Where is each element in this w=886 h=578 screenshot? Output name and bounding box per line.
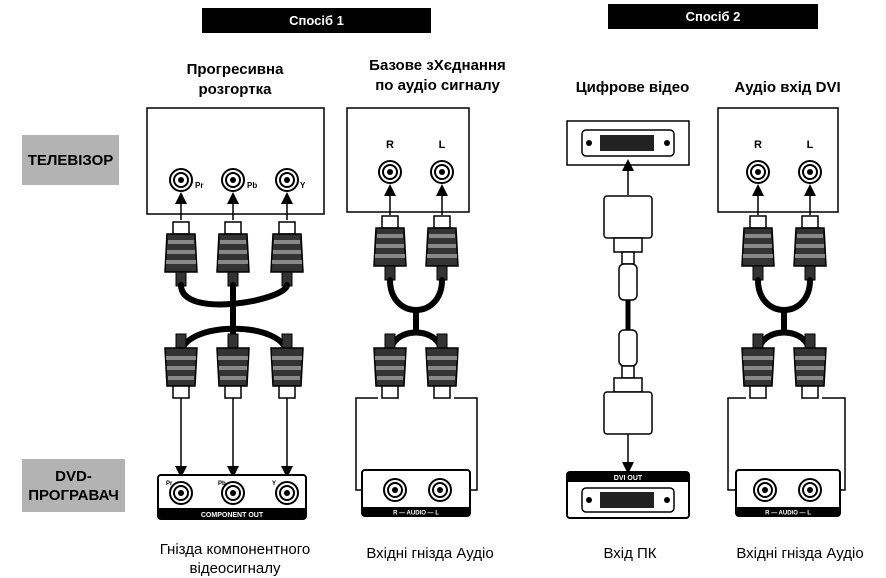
tv-jack-y: [275, 168, 299, 192]
dvd-player-label: DVD- ПРОГРАВАЧ: [22, 459, 125, 512]
tv-jack-y-label: Y: [300, 181, 306, 190]
dvd-audio2-strip-label: R — AUDIO — L: [765, 511, 811, 517]
caption-audio-in-1: Вхідні гнізда Аудіо: [366, 545, 494, 562]
caption-pc-in: Вхід ПК: [603, 545, 657, 562]
tv-jack-pb-label: Pb: [247, 181, 257, 190]
tv-jack-pr-label: Pr: [195, 181, 203, 190]
tv-audio-panel-1: [346, 107, 470, 213]
header-progressive-line2: розгортка: [198, 81, 272, 98]
tv-audio2-l-label: L: [807, 139, 814, 151]
dvd-audio1-strip-label: R — AUDIO — L: [393, 511, 439, 517]
header-basic-audio: Базове зХєднання по аудіо сигналу: [335, 56, 540, 96]
tv-audio2-r-label: R: [754, 139, 762, 151]
caption-component-jacks: Гнізда компонентного відеосигналу: [140, 540, 330, 578]
header-progressive: Прогресивна розгортка: [160, 60, 310, 100]
dvd-jack-y-label: Y: [272, 481, 276, 487]
dvd-jack-pr-label: Pr: [166, 481, 173, 487]
tv-component-panel: [146, 107, 325, 215]
method-1-bar: Спосіб 1: [202, 8, 431, 33]
tv-audio-panel-2: [717, 107, 839, 213]
tv-audio1-r-label: R: [386, 139, 394, 151]
method-2-bar: Спосіб 2: [608, 4, 818, 29]
caption-component-line1: Гнізда компонентного: [159, 541, 311, 558]
tv-jack-pr: [169, 168, 193, 192]
dvd-label-line1: DVD-: [55, 467, 92, 485]
audio-cable-2: [755, 277, 813, 358]
dvd-label-line2: ПРОГРАВАЧ: [28, 486, 119, 504]
header-digital-video: Цифрове відео: [575, 79, 690, 96]
header-dvi-audio: Аудіо вхід DVI: [734, 79, 841, 96]
header-basic-audio-line1: Базове зХєднання: [369, 57, 506, 74]
tv-jack-pb: [221, 168, 245, 192]
audio-cable-1: [387, 277, 445, 358]
tv-audio1-l-label: L: [439, 139, 446, 151]
dvd-jack-pb-label: Pb: [218, 481, 226, 487]
header-basic-audio-line2: по аудіо сигналу: [375, 77, 500, 94]
dvd-side-plugs-component: [164, 333, 304, 399]
dvi-out-label: DVI OUT: [614, 475, 643, 482]
dvi-cable: [603, 195, 653, 435]
component-out-label: COMPONENT OUT: [201, 512, 264, 519]
tv-side-plugs-component: [164, 221, 304, 287]
caption-component-line2: відеосигналу: [189, 560, 281, 577]
tv-label-text: ТЕЛЕВІЗОР: [27, 151, 114, 169]
caption-audio-in-2: Вхідні гнізда Аудіо: [736, 545, 864, 562]
header-progressive-line1: Прогресивна: [186, 61, 284, 78]
tv-label: ТЕЛЕВІЗОР: [22, 135, 119, 185]
